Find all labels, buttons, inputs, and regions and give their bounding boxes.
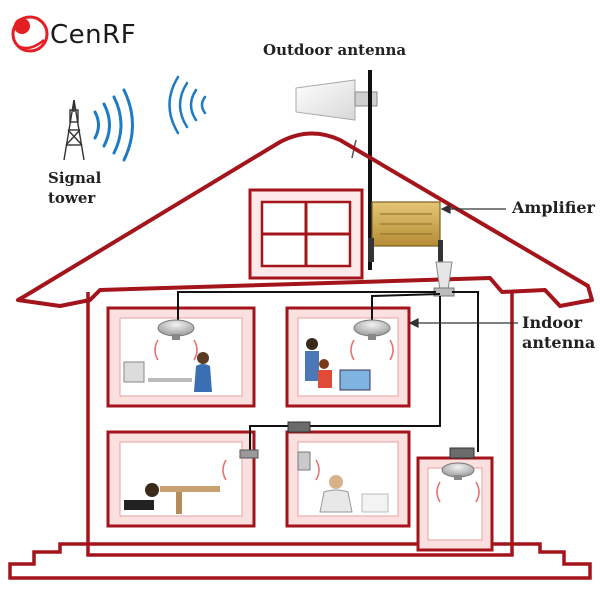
house-body [8,292,592,580]
person-sleeping-illustration [124,483,220,514]
outdoor-antenna-icon [295,70,378,270]
callout-pointers [408,204,518,328]
panel-antenna-icon [239,421,475,471]
brand-logo-text: CenRF [50,20,137,50]
antenna-signal-waves-icon [168,75,207,135]
splitter-icon [433,261,455,297]
ceiling-antenna-icon [353,319,391,340]
ceiling-antenna-icon [157,319,195,340]
signal-tower-label: Signal tower [48,169,102,207]
signal-tower-icon [63,99,85,161]
indoor-antenna-label: Indoor antenna [522,313,596,352]
house-roof [16,131,594,308]
room-4 [285,430,411,528]
coax-cables [177,291,479,452]
outdoor-antenna-label: Outdoor antenna [263,41,407,59]
person-at-desk-illustration [123,352,212,392]
indoor-signal-waves-icon [154,339,480,503]
room-1 [106,306,256,408]
amplifier-icon [368,201,443,262]
attic-window [248,188,364,280]
tower-signal-waves-icon [93,88,134,162]
person-reading-illustration [319,475,389,513]
amplifier-label: Amplifier [512,198,595,217]
ceiling-antenna-icon [441,462,475,480]
cenrf-logo-icon [11,15,49,53]
people-at-computer-illustration [305,338,371,391]
